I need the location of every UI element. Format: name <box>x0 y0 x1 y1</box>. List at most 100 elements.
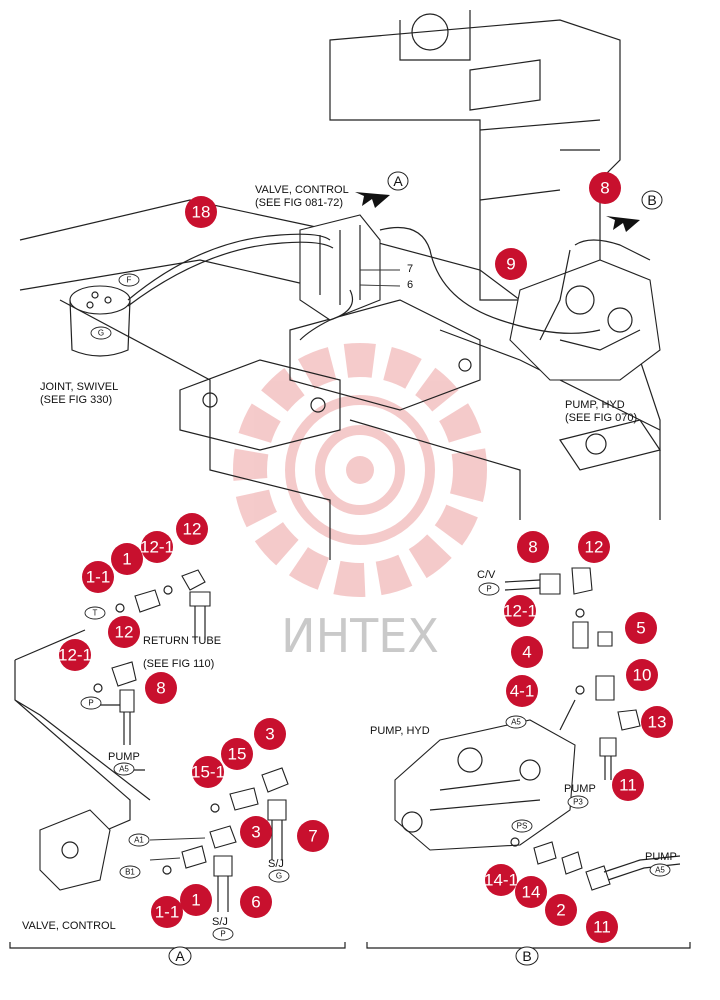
label-joint-swivel-ref: (SEE FIG 330) <box>40 394 112 406</box>
label-sj-p: S/J <box>212 916 228 928</box>
machine-frame-drawing <box>19 10 661 560</box>
svg-text:15: 15 <box>228 745 247 764</box>
callout-9: 9 <box>495 248 527 280</box>
svg-text:P: P <box>486 585 491 594</box>
svg-text:B1: B1 <box>125 868 135 877</box>
tag-p-a: P <box>80 696 102 710</box>
view-a-marker-bottom: A <box>168 946 192 966</box>
svg-text:A5: A5 <box>511 718 521 727</box>
label-line-7: 7 <box>407 263 413 275</box>
svg-text:10: 10 <box>633 666 652 685</box>
svg-text:14-1: 14-1 <box>484 871 518 890</box>
svg-text:A: A <box>175 948 185 964</box>
tag-t: T <box>84 606 106 620</box>
view-b-fittings <box>394 567 681 891</box>
svg-text:13: 13 <box>648 713 667 732</box>
svg-text:F: F <box>127 276 132 285</box>
callout-4: 4 <box>511 636 543 668</box>
callout-1-1-a: 1-1 <box>82 561 114 593</box>
hose-18 <box>127 233 334 307</box>
svg-text:11: 11 <box>619 776 637 795</box>
svg-text:1: 1 <box>191 891 200 910</box>
callout-8-b: 8 <box>517 531 549 563</box>
svg-text:1: 1 <box>122 550 131 569</box>
callout-8-top: 8 <box>589 172 621 204</box>
tag-p-sj: P <box>212 927 234 941</box>
tag-ps: PS <box>511 819 533 833</box>
svg-text:6: 6 <box>251 893 260 912</box>
watermark-text: ИНТЕХ <box>281 609 439 663</box>
callout-7: 7 <box>297 820 329 852</box>
callout-1-b: 1 <box>180 884 212 916</box>
callout-1-1-b: 1-1 <box>151 896 183 928</box>
svg-text:PS: PS <box>517 822 528 831</box>
callout-15: 15 <box>221 738 253 770</box>
callout-1-a: 1 <box>111 543 143 575</box>
svg-text:A5: A5 <box>119 765 129 774</box>
svg-text:P: P <box>220 930 225 939</box>
callout-4-1: 4-1 <box>506 675 538 707</box>
label-pump-hyd-b: PUMP, HYD <box>370 725 430 737</box>
callout-3-a: 3 <box>254 718 286 750</box>
callout-12-a: 12 <box>176 513 208 545</box>
svg-text:14: 14 <box>522 883 541 902</box>
label-valve-control-bottom: VALVE, CONTROL <box>22 920 116 932</box>
svg-text:P3: P3 <box>573 798 583 807</box>
label-pump-p3: PUMP <box>564 783 596 795</box>
callout-11-b: 11 <box>586 911 618 943</box>
svg-text:8: 8 <box>156 679 165 698</box>
view-b-arrow <box>606 216 640 232</box>
tag-g: G <box>90 326 112 340</box>
watermark-gear-logo <box>233 343 487 597</box>
callout-12-1-b: 12-1 <box>58 639 92 671</box>
tag-p-cv: P <box>478 582 500 596</box>
callout-8-a: 8 <box>145 672 177 704</box>
svg-text:18: 18 <box>192 203 211 222</box>
view-a-arrow <box>355 192 390 208</box>
hose-8-9 <box>379 226 651 341</box>
callout-14-1: 14-1 <box>484 864 518 896</box>
tag-p3: P3 <box>567 795 589 809</box>
svg-text:12: 12 <box>115 623 134 642</box>
svg-text:G: G <box>276 872 282 881</box>
svg-text:12-1: 12-1 <box>503 602 537 621</box>
view-a-fittings <box>14 569 289 912</box>
callout-15-1: 15-1 <box>191 756 225 788</box>
view-b-marker-bottom: B <box>515 946 539 966</box>
svg-text:8: 8 <box>600 179 609 198</box>
tag-f: F <box>118 273 140 287</box>
callout-12-1-a: 12-1 <box>140 531 174 563</box>
callout-6: 6 <box>240 886 272 918</box>
svg-text:3: 3 <box>251 823 260 842</box>
svg-text:3: 3 <box>265 725 274 744</box>
svg-text:12-1: 12-1 <box>58 646 92 665</box>
label-line-6: 6 <box>407 279 413 291</box>
svg-text:A1: A1 <box>134 836 144 845</box>
label-return-tube-ref: (SEE FIG 110) <box>143 658 214 670</box>
svg-text:4-1: 4-1 <box>510 682 535 701</box>
svg-text:9: 9 <box>506 255 515 274</box>
callout-12-b: 12 <box>108 616 140 648</box>
callout-10: 10 <box>626 659 658 691</box>
label-cv: C/V <box>477 569 496 581</box>
svg-text:A: A <box>393 173 403 189</box>
label-return-tube: RETURN TUBE <box>143 635 221 647</box>
svg-text:15-1: 15-1 <box>191 763 225 782</box>
tag-a5-c: A5 <box>649 863 671 877</box>
tag-b1: B1 <box>119 865 141 879</box>
svg-text:5: 5 <box>636 619 645 638</box>
svg-text:2: 2 <box>556 901 565 920</box>
label-pump-a: PUMP <box>108 751 140 763</box>
svg-text:7: 7 <box>308 827 317 846</box>
tag-a5-a: A5 <box>113 762 135 776</box>
view-b-marker-top: B <box>641 190 663 210</box>
tag-g-sj: G <box>268 869 290 883</box>
svg-text:A5: A5 <box>655 866 665 875</box>
label-pump-hyd-top: PUMP, HYD <box>565 399 625 411</box>
callout-12-1-c: 12-1 <box>503 595 537 627</box>
svg-text:12-1: 12-1 <box>140 538 174 557</box>
tag-a1: A1 <box>128 833 150 847</box>
callout-3-b: 3 <box>240 816 272 848</box>
view-a-marker-top: A <box>387 171 409 191</box>
